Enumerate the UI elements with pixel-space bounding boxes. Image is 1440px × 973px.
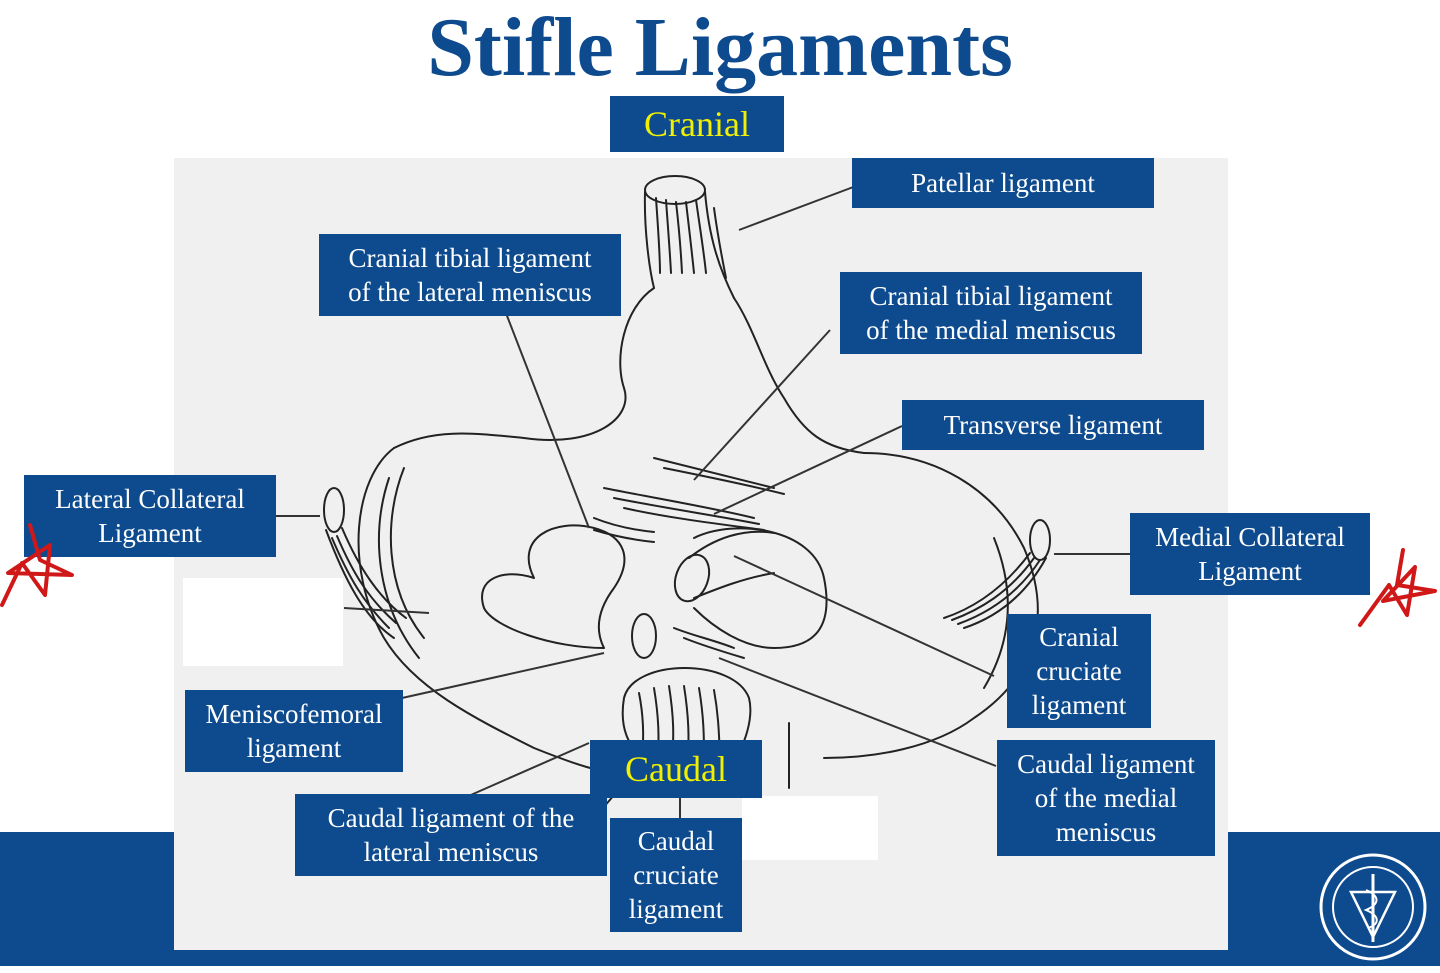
cranial-tibial-lateral-meniscus-label: Cranial tibial ligament of the lateral m… xyxy=(319,234,621,316)
star-annotation-left-icon xyxy=(0,523,74,607)
caudal-ligament-lateral-meniscus-label: Caudal ligament of the lateral meniscus xyxy=(295,794,607,876)
cranial-cruciate-ligament-label: Cranial cruciate ligament xyxy=(1007,614,1151,728)
medial-collateral-ligament-label: Medial Collateral Ligament xyxy=(1130,513,1370,595)
cranial-orientation-label: Cranial xyxy=(610,96,784,152)
star-annotation-right-icon xyxy=(1358,548,1437,627)
lateral-collateral-ligament-label: Lateral Collateral Ligament xyxy=(24,475,276,557)
transverse-ligament-label: Transverse ligament xyxy=(902,400,1204,450)
redacted-label-left xyxy=(183,578,343,666)
stifle-joint-sketch xyxy=(276,175,1130,839)
school-seal-logo-icon xyxy=(1319,853,1427,961)
cranial-tibial-medial-meniscus-label: Cranial tibial ligament of the medial me… xyxy=(840,272,1142,354)
patellar-ligament-label: Patellar ligament xyxy=(852,158,1154,208)
meniscofemoral-ligament-label: Meniscofemoral ligament xyxy=(185,690,403,772)
page-title: Stifle Ligaments xyxy=(427,1,1013,94)
caudal-orientation-label: Caudal xyxy=(590,740,762,798)
caudal-cruciate-ligament-label: Caudal cruciate ligament xyxy=(610,818,742,932)
caudal-ligament-medial-meniscus-label: Caudal ligament of the medial meniscus xyxy=(997,740,1215,856)
redacted-label-bottom xyxy=(742,796,878,860)
